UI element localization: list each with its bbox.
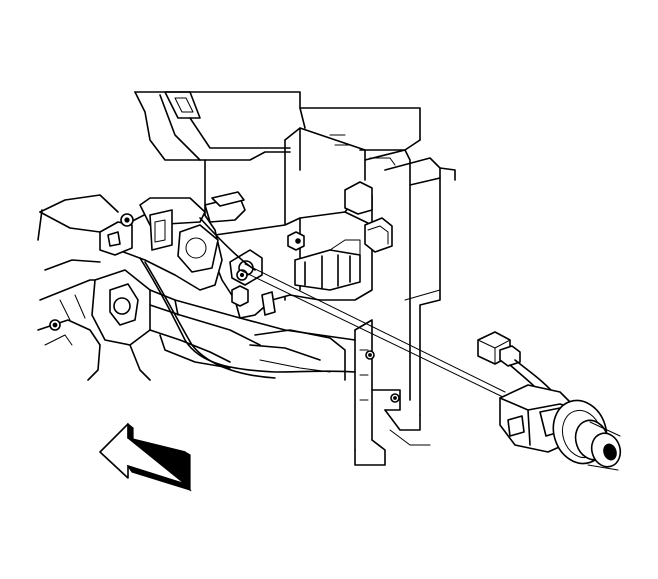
ignition-lock-cylinder bbox=[499, 384, 622, 471]
right-support-panel bbox=[284, 127, 456, 466]
lock-housing bbox=[99, 191, 246, 291]
switch-connector bbox=[477, 331, 521, 367]
upper-trim-panel bbox=[134, 91, 421, 216]
left-dash-structure bbox=[37, 194, 151, 381]
mounting-bracket bbox=[214, 181, 393, 319]
lower-cross-brace bbox=[149, 289, 356, 381]
direction-arrow-icon bbox=[99, 422, 192, 492]
installation-guide-lines bbox=[239, 263, 506, 399]
bracket-bolts bbox=[236, 269, 400, 403]
